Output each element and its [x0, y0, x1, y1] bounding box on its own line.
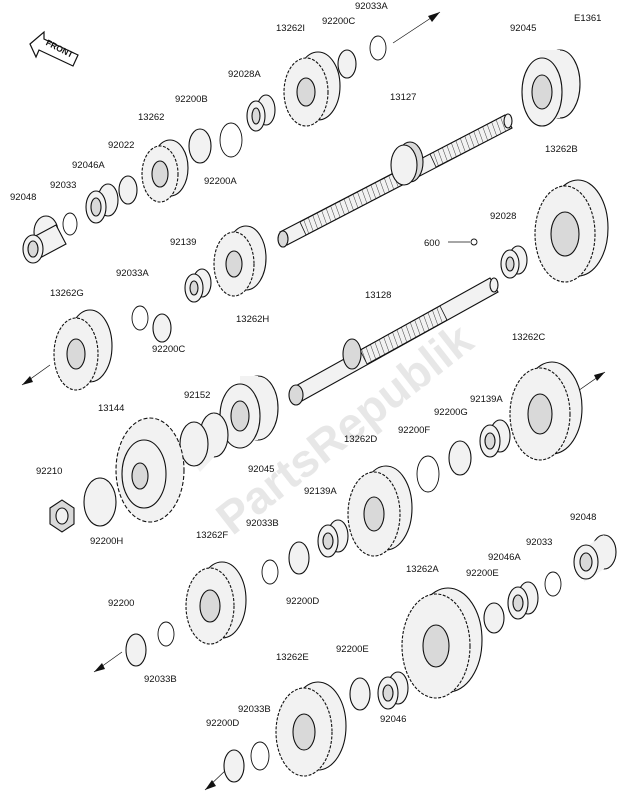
front-arrow-icon: FRONT — [29, 30, 79, 67]
part-label-92200e_m: 92200E — [336, 644, 369, 655]
part-label-92139: 92139 — [170, 237, 196, 248]
part-13262g-gear — [53, 309, 113, 391]
part-label-92028: 92028 — [490, 211, 516, 222]
part-92033b-circlip-mid — [261, 559, 279, 585]
part-label-13262b: 13262B — [545, 144, 578, 155]
part-92200a-circlip — [219, 122, 243, 158]
part-92200h-washer — [83, 477, 117, 527]
part-label-92200: 92200 — [108, 598, 134, 609]
part-92028-bearing — [500, 245, 528, 279]
part-label-92200g: 92200G — [434, 407, 468, 418]
part-label-13144: 13144 — [98, 403, 124, 414]
part-label-92200d_b: 92200D — [206, 718, 239, 729]
part-label-92033b_l: 92033B — [144, 674, 177, 685]
part-label-13262d: 13262D — [344, 434, 377, 445]
part-label-92033b_m: 92033B — [246, 518, 279, 529]
part-label-92046a_bot: 92046A — [488, 552, 521, 563]
part-13262-gear — [141, 139, 189, 203]
part-92045-bearing-mid — [219, 375, 279, 449]
part-label-92200b: 92200B — [175, 94, 208, 105]
part-13144-sprocket — [115, 417, 185, 523]
part-92046a-bearing — [85, 183, 119, 224]
part-92046-bearing — [377, 671, 409, 710]
part-92200g-washer — [448, 440, 472, 476]
part-92046a-bearing-bottom — [507, 581, 539, 620]
part-92210-nut — [49, 499, 75, 533]
part-label-13128: 13128 — [365, 290, 391, 301]
part-92139a-bearing-right — [479, 419, 511, 458]
part-label-92200d_m: 92200D — [286, 596, 319, 607]
part-92045-bearing-top — [521, 49, 581, 127]
part-label-92200c_mid: 92200C — [152, 344, 185, 355]
part-92033b-circlip-left — [157, 621, 175, 647]
part-label-92033a_top: 92033A — [355, 1, 388, 12]
part-13262b-gear — [534, 179, 609, 283]
part-label-13262: 13262 — [138, 112, 164, 123]
part-92200d-washer-bottom — [223, 749, 245, 783]
part-92028a-bearing — [246, 94, 276, 132]
part-label-92200h: 92200H — [90, 536, 123, 547]
part-92200d-washer-mid — [288, 541, 310, 575]
part-13262e-gear — [275, 681, 347, 777]
part-13262d-gear — [347, 465, 413, 557]
part-label-92046a_top: 92046A — [72, 160, 105, 171]
part-label-92152: 92152 — [184, 390, 210, 401]
part-label-92200a: 92200A — [204, 176, 237, 187]
part-label-92045_top: 92045 — [510, 23, 536, 34]
part-label-13127: 13127 — [390, 92, 416, 103]
shaft-13127 — [277, 113, 513, 248]
part-label-92139a_m: 92139A — [304, 486, 337, 497]
part-label-92139a_r: 92139A — [470, 394, 503, 405]
part-13262a-gear — [401, 587, 483, 699]
part-92048-bushing-bottom — [573, 534, 617, 582]
part-92033a-circlip-mid — [131, 305, 149, 331]
part-13262c-gear — [509, 361, 583, 461]
part-label-13262g: 13262G — [50, 288, 84, 299]
part-92033-circlip — [62, 212, 78, 236]
part-label-92200f: 92200F — [398, 425, 430, 436]
part-92200-washer — [125, 633, 147, 667]
part-13262h-gear — [213, 225, 267, 297]
part-92139a-bearing-mid — [317, 519, 349, 558]
part-92033b-circlip-bottom — [250, 741, 270, 771]
part-92022-washer — [118, 175, 138, 205]
part-label-92033b_b: 92033B — [238, 704, 271, 715]
part-label-92200c_top: 92200C — [322, 16, 355, 27]
part-label-92045_mid: 92045 — [248, 464, 274, 475]
part-92200b-washer — [188, 128, 212, 164]
part-13262i-gear — [283, 51, 341, 127]
part-label-92210: 92210 — [36, 466, 62, 477]
part-label-92033_top: 92033 — [50, 180, 76, 191]
part-label-92048_top: 92048 — [10, 192, 36, 203]
part-92139-bearing — [184, 268, 212, 303]
part-92200e-washer-mid — [349, 677, 371, 711]
part-label-13262c: 13262C — [512, 332, 545, 343]
part-13262f-gear — [185, 561, 247, 645]
part-label-13262a: 13262A — [406, 564, 439, 575]
part-label-92200e_r: 92200E — [466, 568, 499, 579]
option-code-label: 600 — [424, 238, 440, 249]
part-92033-circlip-bottom — [544, 571, 562, 597]
direction-lines — [21, 11, 606, 791]
part-label-13262e: 13262E — [276, 652, 309, 663]
part-label-13262h: 13262H — [236, 314, 269, 325]
part-92152-collar — [179, 412, 229, 472]
part-92033a-circlip-top — [369, 35, 387, 61]
part-label-92022: 92022 — [108, 140, 134, 151]
part-label-92028a: 92028A — [228, 69, 261, 80]
part-92200f-circlip — [416, 455, 440, 493]
part-92200e-washer-right — [483, 602, 505, 634]
part-label-13262i: 13262I — [276, 23, 305, 34]
shaft-13128 — [288, 277, 499, 406]
part-label-92033_bot: 92033 — [526, 537, 552, 548]
part-label-92048_bot: 92048 — [570, 512, 596, 523]
part-label-92033a_mid: 92033A — [116, 268, 149, 279]
part-92200c-washer-mid — [152, 313, 172, 343]
part-label-92046: 92046 — [380, 714, 406, 725]
diagram-code: E1361 — [574, 13, 601, 24]
part-92048-bushing — [22, 215, 67, 264]
part-label-13262f: 13262F — [196, 530, 228, 541]
part-92200c-washer-top — [337, 49, 357, 79]
